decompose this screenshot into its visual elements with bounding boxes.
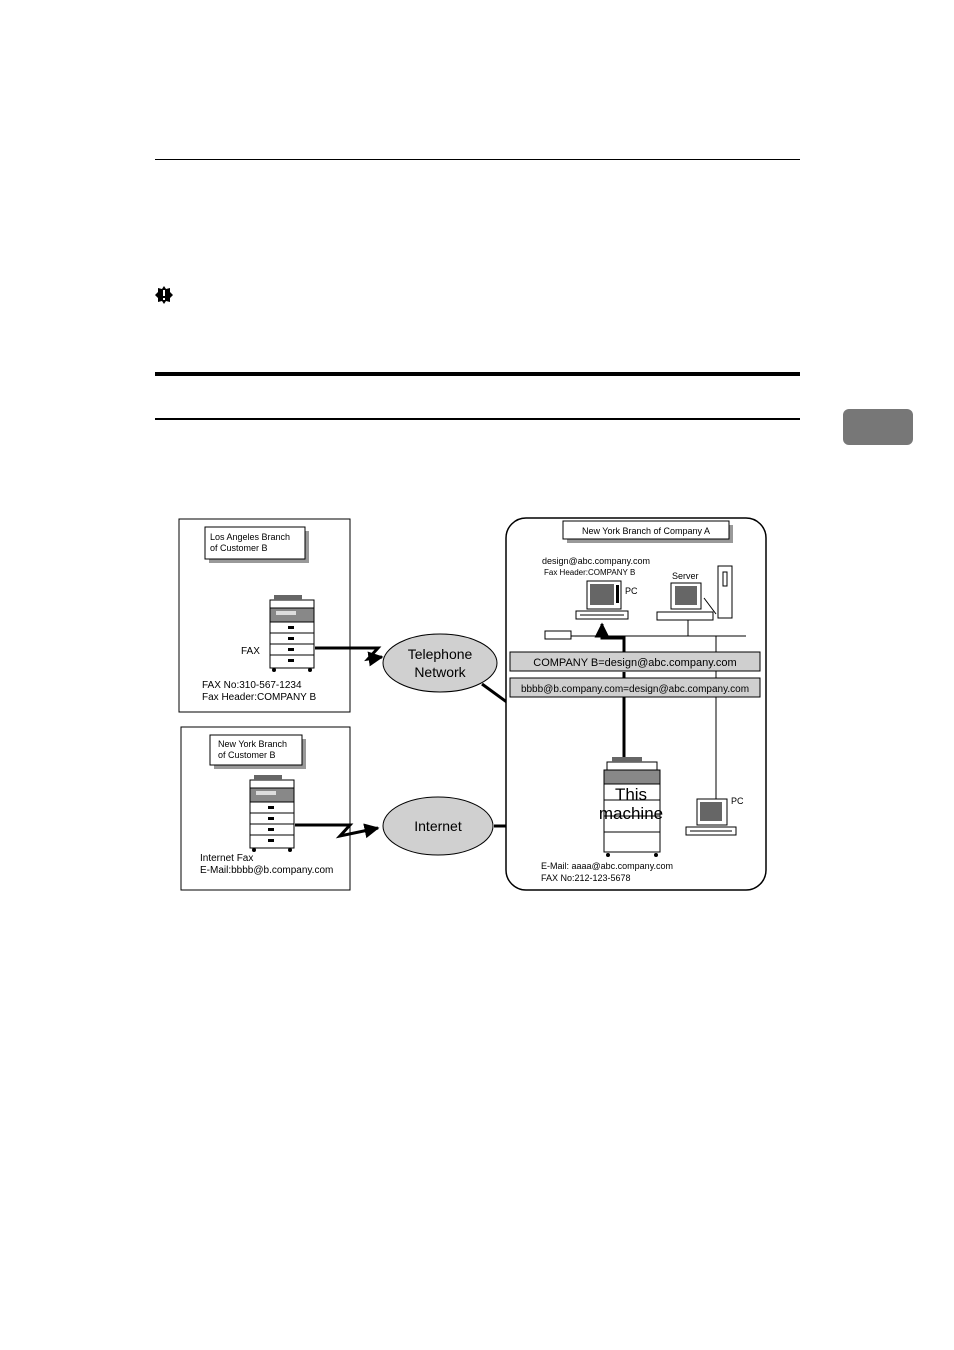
this-machine-label-2: machine xyxy=(599,804,663,823)
rule-2-text: bbbb@b.company.com=design@abc.company.co… xyxy=(521,684,749,695)
internet-fax-label: Internet Fax xyxy=(200,853,253,864)
rule-bar-2 xyxy=(509,677,761,698)
section-rule-thick xyxy=(155,372,800,376)
la-branch-label-2: of Customer B xyxy=(210,543,268,553)
internet-bubble xyxy=(382,796,494,856)
ny-internet-fax-icon xyxy=(249,774,295,853)
hub-icon xyxy=(544,630,572,640)
la-branch-panel: Los Angeles Branch of Customer B FAX FAX… xyxy=(178,518,351,713)
telephone-network-label-2: Network xyxy=(414,664,466,680)
la-branch-label-1: Los Angeles Branch xyxy=(210,532,290,542)
ny-customer-label-2: of Customer B xyxy=(218,750,276,760)
header-rule xyxy=(155,159,800,160)
rule-1-text: COMPANY B=design@abc.company.com xyxy=(533,657,736,669)
machine-to-pc-line xyxy=(594,622,626,652)
ny-customer-label-1: New York Branch xyxy=(218,739,287,749)
server-icon xyxy=(656,565,733,621)
la-fax-number: FAX No:310-567-1234 xyxy=(202,680,302,691)
machine-email: E-Mail: aaaa@abc.company.com xyxy=(541,861,673,871)
this-machine-label-1: This xyxy=(615,785,647,804)
pc-top-label: PC xyxy=(625,586,638,596)
pc-right-label: PC xyxy=(731,796,744,806)
pc-top-email: design@abc.company.com xyxy=(542,556,650,566)
telephone-network-bubble xyxy=(382,633,498,693)
rule-bar-1 xyxy=(509,651,761,672)
telephone-network-label-1: Telephone xyxy=(408,646,473,662)
la-to-telephone-line xyxy=(315,646,384,667)
ny-customer-panel: New York Branch of Customer B Internet F… xyxy=(180,726,351,891)
pc-right-icon xyxy=(685,798,737,836)
pc-top-icon xyxy=(575,580,629,620)
section-rule xyxy=(155,418,800,420)
la-fax-header: Fax Header:COMPANY B xyxy=(202,692,316,703)
server-label: Server xyxy=(672,571,699,581)
pc-top-fax-header: Fax Header:COMPANY B xyxy=(544,568,635,577)
ny-to-internet-line xyxy=(295,823,380,839)
machine-fax-number: FAX No:212-123-5678 xyxy=(541,873,631,883)
chapter-tab xyxy=(843,409,913,445)
company-a-panel: New York Branch of Company A design@abc.… xyxy=(505,517,767,891)
la-fax-label: FAX xyxy=(241,646,260,657)
internet-fax-email: E-Mail:bbbb@b.company.com xyxy=(200,865,333,876)
internet-label: Internet xyxy=(414,818,462,834)
la-fax-machine-icon xyxy=(269,594,315,673)
important-icon xyxy=(155,286,173,304)
this-machine-icon xyxy=(603,757,661,857)
company-a-label: New York Branch of Company A xyxy=(582,526,710,536)
